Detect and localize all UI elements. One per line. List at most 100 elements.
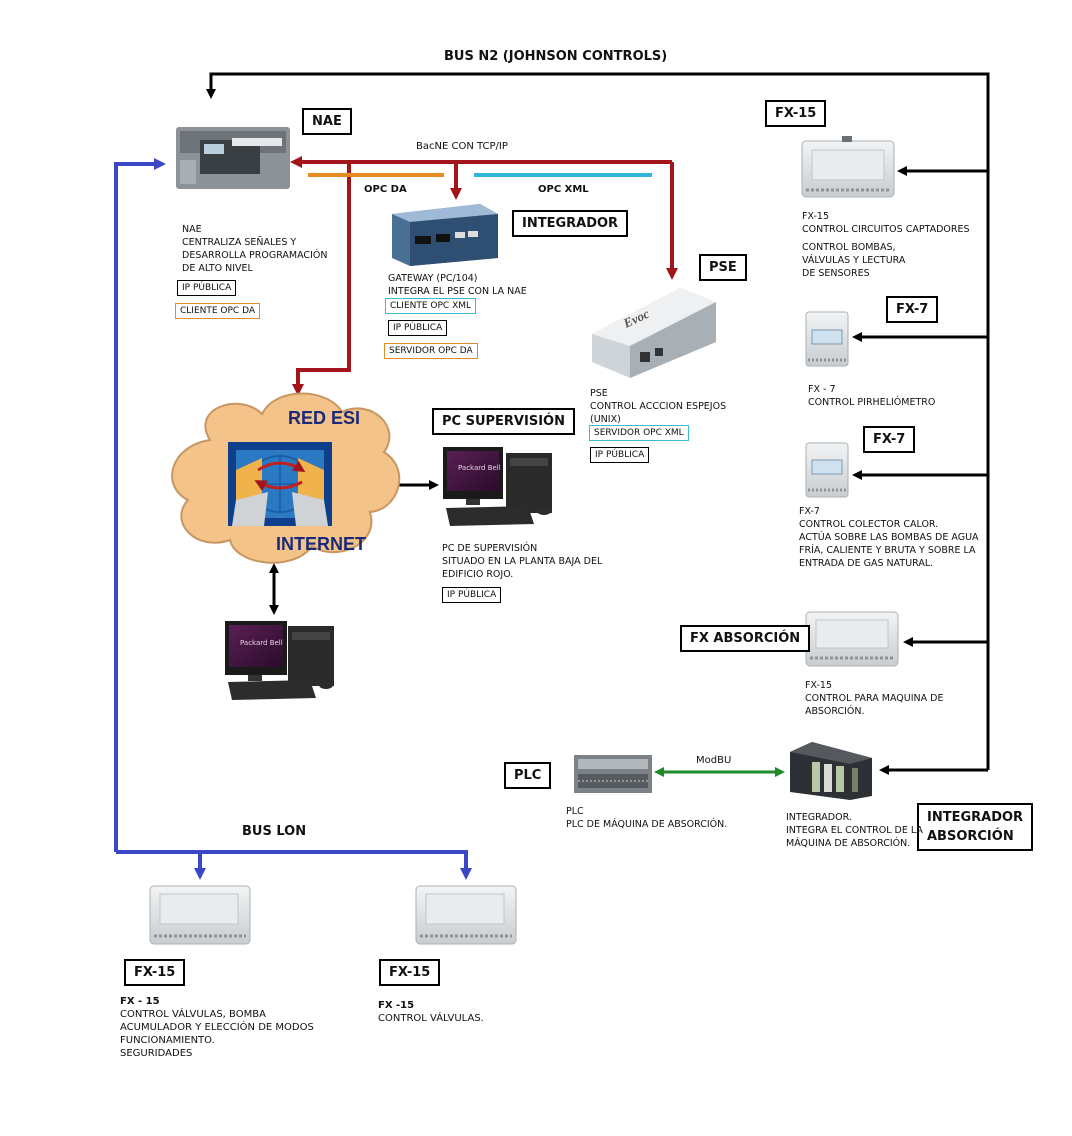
fx7-a-caption: FX - 7 CONTROL PIRHELIÓMETRO xyxy=(808,383,935,409)
nae-name: NAE xyxy=(182,224,202,235)
cloud-icon xyxy=(171,392,401,564)
fx15-top-caption: FX-15 CONTROL CIRCUITOS CAPTADORES CONTR… xyxy=(802,210,970,280)
fx15-top-title-box: FX-15 xyxy=(765,100,827,127)
bus-n2-lines xyxy=(206,72,990,775)
pc-supervision-desc-2: SITUADO EN LA PLANTA BAJA DEL xyxy=(442,556,603,567)
fx7-a-title-box: FX-7 xyxy=(886,296,939,323)
red-esi-label: RED ESI xyxy=(288,408,361,428)
plc-name: PLC xyxy=(566,806,584,817)
plc-caption: PLC PLC DE MÁQUINA DE ABSORCIÓN. xyxy=(566,805,727,831)
fx7-b-desc-3: FRÍA, CALIENTE Y BRUTA Y SOBRE LA xyxy=(799,545,976,556)
fx7-b-desc-2: ACTÚA SOBRE LAS BOMBAS DE AGUA xyxy=(799,532,979,543)
bacnet-label: BacNE CON TCP/IP xyxy=(416,141,508,152)
fx15-lon2-device-icon xyxy=(415,885,517,945)
svg-text:Packard Bell: Packard Bell xyxy=(240,639,283,647)
fx-absorcion-device-icon xyxy=(805,611,899,667)
integrador-caption: GATEWAY (PC/104) INTEGRA EL PSE CON LA N… xyxy=(388,272,527,298)
bus-lon-title: BUS LON xyxy=(242,824,307,839)
fx-absorcion-caption: FX-15 CONTROL PARA MAQUINA DE ABSORCIÓN. xyxy=(805,679,943,718)
plc-desc-1: PLC DE MÁQUINA DE ABSORCIÓN. xyxy=(566,819,728,830)
fx15-top-desc-3: VÁLVULAS Y LECTURA xyxy=(802,255,906,266)
opc-da-label: OPC DA xyxy=(364,184,407,195)
nae-device-icon xyxy=(176,127,290,189)
modbus-label: ModBU xyxy=(696,755,732,766)
fx15-lon1-name: FX - 15 xyxy=(120,996,160,1007)
integrador-absorcion-device-icon xyxy=(790,742,872,800)
fx-absorcion-title-box: FX ABSORCIÓN xyxy=(680,625,811,652)
integrador-absorcion-desc-3: MÁQUINA DE ABSORCIÓN. xyxy=(786,838,911,849)
fx15-top-desc-4: DE SENSORES xyxy=(802,268,870,279)
nae-ip-publica-tag: IP PÚBLICA xyxy=(177,280,237,296)
pse-desc-2: (UNIX) xyxy=(590,414,621,425)
fx15-lon1-desc-1: CONTROL VÁLVULAS, BOMBA xyxy=(120,1009,266,1020)
fx15-lon2-title-box: FX-15 xyxy=(379,959,441,986)
nae-caption: NAE CENTRALIZA SEÑALES Y DESARROLLA PROG… xyxy=(182,223,327,275)
plc-title-box: PLC xyxy=(504,762,552,789)
integrador-absorcion-title-box: INTEGRADOR ABSORCIÓN xyxy=(917,803,1034,851)
fx15-top-desc-1: CONTROL CIRCUITOS CAPTADORES xyxy=(802,224,970,235)
opc-xml-label: OPC XML xyxy=(538,184,589,195)
integrador-absorcion-desc-2: INTEGRA EL CONTROL DE LA xyxy=(786,825,923,836)
pc-supervision-ip-publica-tag: IP PÚBLICA xyxy=(442,587,502,603)
integrador-ip-publica-tag: IP PÚBLICA xyxy=(388,320,448,336)
fx15-lon1-device-icon xyxy=(149,885,251,945)
fx15-top-device-icon xyxy=(801,136,895,198)
fx15-lon1-caption: FX - 15 CONTROL VÁLVULAS, BOMBA ACUMULAD… xyxy=(120,995,314,1060)
integrador-desc-1: GATEWAY (PC/104) xyxy=(388,273,478,284)
integrador-absorcion-title-2: ABSORCIÓN xyxy=(927,829,1014,844)
pc-supervision-desc-1: PC DE SUPERVISIÓN xyxy=(442,543,538,554)
pc-supervision-desc-3: EDIFICIO ROJO. xyxy=(442,569,514,580)
remote-pc-icon: Packard Bell xyxy=(225,621,334,700)
integrador-title-box: INTEGRADOR xyxy=(512,210,629,237)
bus-lon-lines xyxy=(114,158,472,880)
nae-desc-3: DE ALTO NIVEL xyxy=(182,263,253,274)
pse-name: PSE xyxy=(590,388,608,399)
pse-servidor-opc-xml-tag: SERVIDOR OPC XML xyxy=(589,425,689,441)
pc-supervision-caption: PC DE SUPERVISIÓN SITUADO EN LA PLANTA B… xyxy=(442,542,602,581)
fx15-top-desc-2: CONTROL BOMBAS, xyxy=(802,242,896,253)
internet-label: INTERNET xyxy=(276,534,366,554)
pse-title-box: PSE xyxy=(699,254,747,281)
plc-device-icon xyxy=(574,755,652,793)
fx-absorcion-name: FX-15 xyxy=(805,680,833,691)
svg-text:Packard Bell: Packard Bell xyxy=(458,464,501,472)
integrador-absorcion-title-1: INTEGRADOR xyxy=(927,810,1024,825)
nae-cliente-opc-da-tag: CLIENTE OPC DA xyxy=(175,303,261,319)
fx7-a-device-icon xyxy=(805,311,849,367)
fx15-lon1-title-box: FX-15 xyxy=(124,959,186,986)
fx15-top-name: FX-15 xyxy=(802,211,830,222)
fx15-lon1-desc-2: ACUMULADOR Y ELECCIÓN DE MODOS xyxy=(120,1022,314,1033)
pc-supervision-title-box: PC SUPERVISIÓN xyxy=(432,408,575,435)
fx7-b-caption: FX-7 CONTROL COLECTOR CALOR. ACTÚA SOBRE… xyxy=(799,505,979,570)
pse-ip-publica-tag: IP PÚBLICA xyxy=(590,447,650,463)
fx7-a-name: FX - 7 xyxy=(808,384,836,395)
fx-absorcion-desc-1: CONTROL PARA MAQUINA DE xyxy=(805,693,944,704)
fx7-b-title-box: FX-7 xyxy=(863,426,916,453)
fx15-lon1-desc-3: FUNCIONAMIENTO. xyxy=(120,1035,215,1046)
pc-supervision-icon: Packard Bell xyxy=(443,447,552,526)
pse-desc-1: CONTROL ACCCION ESPEJOS xyxy=(590,401,727,412)
fx15-lon2-name: FX -15 xyxy=(378,1000,415,1011)
fx7-a-desc-1: CONTROL PIRHELIÓMETRO xyxy=(808,397,936,408)
fx15-lon1-desc-4: SEGURIDADES xyxy=(120,1048,193,1059)
fx15-lon2-desc-1: CONTROL VÁLVULAS. xyxy=(378,1013,484,1024)
fx7-b-desc-4: ENTRADA DE GAS NATURAL. xyxy=(799,558,934,569)
bacnet-lines xyxy=(290,156,678,396)
integrador-absorcion-desc-1: INTEGRADOR. xyxy=(786,812,852,823)
bus-n2-title: BUS N2 (JOHNSON CONTROLS) xyxy=(444,49,668,64)
fx-absorcion-desc-2: ABSORCIÓN. xyxy=(805,706,865,717)
fx7-b-name: FX-7 xyxy=(799,506,820,517)
pse-caption: PSE CONTROL ACCCION ESPEJOS (UNIX) xyxy=(590,387,726,426)
integrador-desc-2: INTEGRA EL PSE CON LA NAE xyxy=(388,286,527,297)
nae-desc-1: CENTRALIZA SEÑALES Y xyxy=(182,237,297,248)
nae-desc-2: DESARROLLA PROGRAMACIÓN xyxy=(182,250,328,261)
fx15-lon2-caption: FX -15 CONTROL VÁLVULAS. xyxy=(378,999,484,1025)
nae-title-box: NAE xyxy=(302,108,352,135)
gateway-device-icon xyxy=(392,204,498,266)
fx7-b-device-icon xyxy=(805,442,849,498)
integrador-servidor-opc-da-tag: SERVIDOR OPC DA xyxy=(384,343,478,359)
integrador-absorcion-caption: INTEGRADOR. INTEGRA EL CONTROL DE LA MÁQ… xyxy=(786,811,923,850)
pse-device-icon: Evoc xyxy=(592,288,716,378)
integrador-cliente-opc-xml-tag: CLIENTE OPC XML xyxy=(385,298,477,314)
